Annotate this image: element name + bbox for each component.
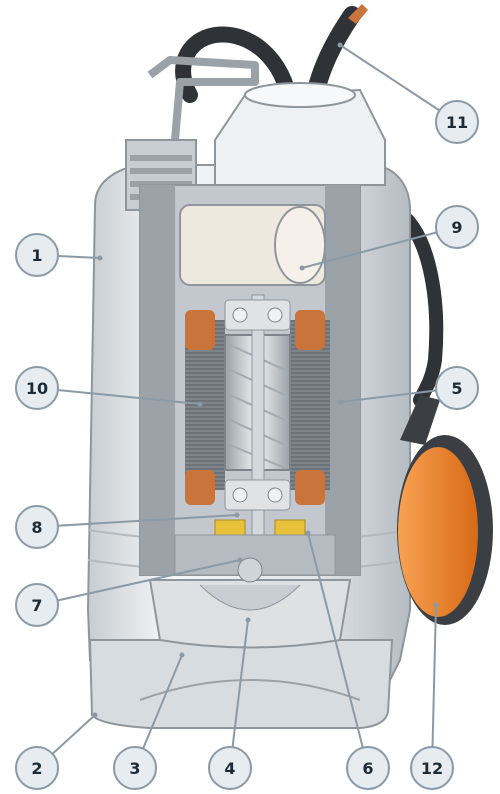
leader-end-dot xyxy=(433,602,439,608)
callout-4: 4 xyxy=(208,746,252,790)
float-switch xyxy=(397,395,493,625)
leader-end-dot xyxy=(305,530,311,536)
callout-number: 9 xyxy=(451,218,462,237)
callout-7: 7 xyxy=(15,583,59,627)
callout-number: 8 xyxy=(31,518,42,537)
leader-line-11 xyxy=(339,44,458,123)
callout-number: 7 xyxy=(31,596,42,615)
leader-end-dot xyxy=(234,512,240,518)
cutaway-interior xyxy=(139,184,361,576)
callout-circle xyxy=(435,366,479,410)
callout-8: 8 xyxy=(15,505,59,549)
callout-number: 5 xyxy=(451,379,462,398)
callout-3: 3 xyxy=(113,746,157,790)
motor-cap xyxy=(214,82,386,186)
callout-1: 1 xyxy=(15,233,59,277)
leader-line-7 xyxy=(36,559,241,606)
leader-end-dot xyxy=(197,401,203,407)
lower-bearing xyxy=(224,479,291,511)
leader-line-12 xyxy=(431,604,437,769)
leader-line-8 xyxy=(36,514,238,528)
callout-5: 5 xyxy=(435,366,479,410)
callout-circle xyxy=(208,746,252,790)
callout-number: 10 xyxy=(26,379,48,398)
callout-number: 3 xyxy=(129,759,140,778)
callout-circle xyxy=(15,505,59,549)
leader-line-4 xyxy=(229,619,249,769)
leader-end-dot xyxy=(299,265,305,271)
leader-end-dot xyxy=(337,399,343,405)
callout-number: 6 xyxy=(362,759,373,778)
callout-number: 12 xyxy=(421,759,443,778)
callout-circle xyxy=(15,233,59,277)
callout-circle xyxy=(435,205,479,249)
callout-6: 6 xyxy=(346,746,390,790)
callout-number: 4 xyxy=(224,759,235,778)
leader-line-9 xyxy=(301,226,458,269)
callout-10: 10 xyxy=(15,366,59,410)
callout-circle xyxy=(435,100,479,144)
callout-12: 12 xyxy=(410,746,454,790)
impeller xyxy=(148,557,352,649)
leader-end-dot xyxy=(179,652,185,658)
callout-number: 11 xyxy=(446,113,468,132)
callout-circle xyxy=(15,583,59,627)
leader-end-dot xyxy=(97,255,103,261)
callout-11: 11 xyxy=(435,100,479,144)
callout-number: 2 xyxy=(31,759,42,778)
callout-2: 2 xyxy=(15,746,59,790)
upper-bearing xyxy=(224,299,291,331)
callout-number: 1 xyxy=(31,246,42,265)
callout-circle xyxy=(15,366,59,410)
leader-line-6 xyxy=(307,532,369,769)
leader-end-dot xyxy=(92,712,98,718)
callout-circle xyxy=(346,746,390,790)
callout-circle xyxy=(15,746,59,790)
motor-shaft xyxy=(251,294,265,576)
leader-end-dot xyxy=(245,617,251,623)
callout-circle xyxy=(113,746,157,790)
float-cable xyxy=(388,203,444,407)
leader-lines xyxy=(36,42,458,769)
leader-line-10 xyxy=(36,387,201,405)
callout-9: 9 xyxy=(435,205,479,249)
leader-end-dot xyxy=(337,42,343,48)
leader-end-dot xyxy=(237,557,243,563)
callout-circle xyxy=(410,746,454,790)
